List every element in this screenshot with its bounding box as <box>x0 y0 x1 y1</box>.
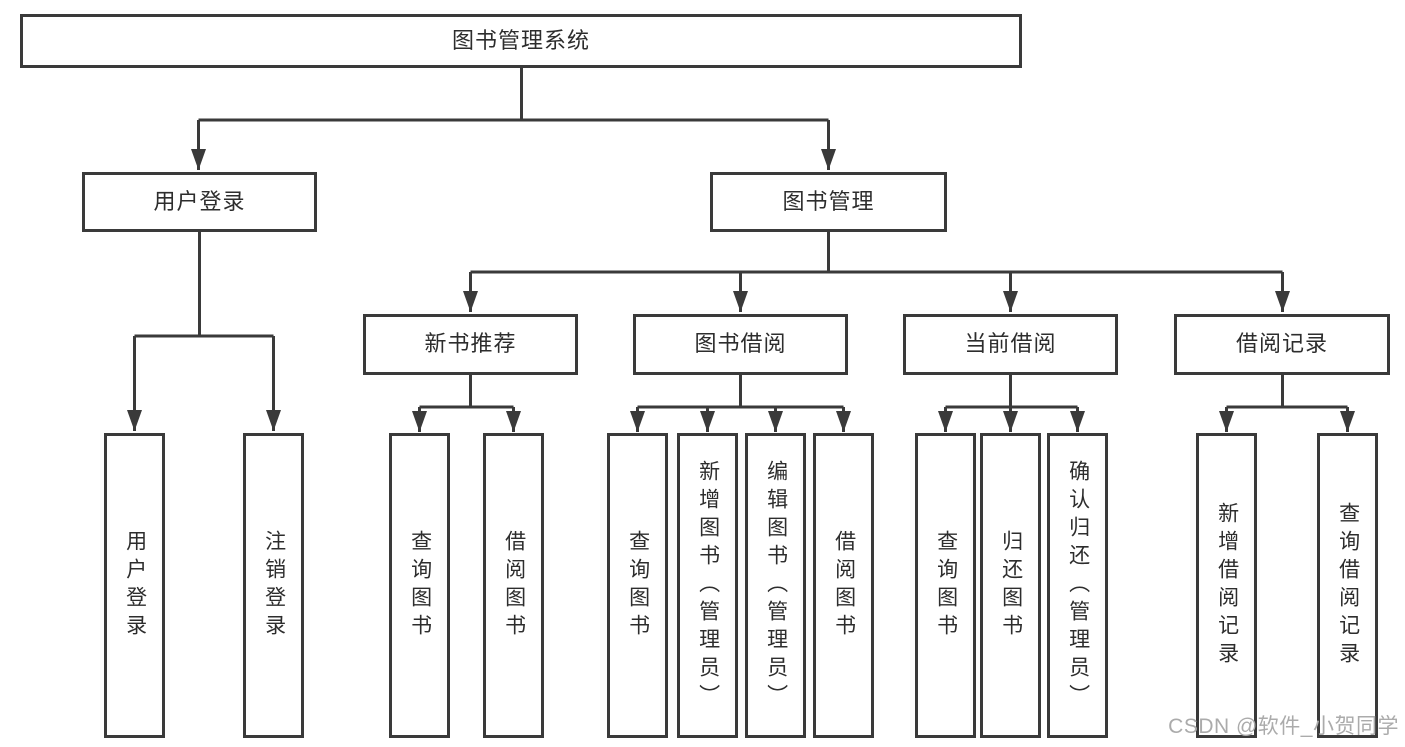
connector-new-book-children <box>412 375 521 432</box>
node-borrowing-records: 借阅记录 <box>1174 314 1390 375</box>
connector-root-to-level2 <box>191 68 836 170</box>
node-label: 查询图书 <box>626 529 650 642</box>
node-leaf-edit-books-admin: 编辑图书（管理员） <box>745 433 806 738</box>
node-label: 归还图书 <box>999 529 1023 642</box>
node-label: 查询图书 <box>408 529 432 642</box>
node-leaf-query-books: 查询图书 <box>915 433 976 738</box>
node-leaf-borrow-books: 借阅图书 <box>483 433 544 738</box>
node-label: 新增借阅记录 <box>1215 501 1239 670</box>
connector-current-borrow-children <box>938 375 1085 432</box>
node-new-book-recommendation: 新书推荐 <box>363 314 578 375</box>
node-label: 用户登录 <box>123 529 147 642</box>
connector-book-mgmt-children <box>463 232 1290 312</box>
node-book-borrowing: 图书借阅 <box>633 314 848 375</box>
connector-borrow-record-children <box>1219 375 1355 432</box>
node-label: 注销登录 <box>262 529 286 642</box>
node-leaf-user-login: 用户登录 <box>104 433 165 738</box>
node-label: 编辑图书（管理员） <box>764 459 788 712</box>
connector-user-login-children <box>127 232 281 431</box>
node-leaf-logout: 注销登录 <box>243 433 304 738</box>
node-leaf-query-books: 查询图书 <box>389 433 450 738</box>
node-label: 借阅图书 <box>832 529 856 642</box>
node-library-management-system: 图书管理系统 <box>20 14 1022 68</box>
node-label: 新增图书（管理员） <box>696 459 720 712</box>
node-leaf-query-books: 查询图书 <box>607 433 668 738</box>
node-user-login: 用户登录 <box>82 172 317 232</box>
node-label: 借阅图书 <box>502 529 526 642</box>
node-leaf-confirm-return-admin: 确认归还（管理员） <box>1047 433 1108 738</box>
node-label: 查询图书 <box>934 529 958 642</box>
csdn-watermark: CSDN @软件_小贺同学 <box>1168 715 1399 738</box>
node-current-borrowing: 当前借阅 <box>903 314 1118 375</box>
node-leaf-add-books-admin: 新增图书（管理员） <box>677 433 738 738</box>
node-label: 查询借阅记录 <box>1336 501 1360 670</box>
node-leaf-add-borrow-record: 新增借阅记录 <box>1196 433 1257 738</box>
node-book-management: 图书管理 <box>710 172 947 232</box>
node-leaf-return-books: 归还图书 <box>980 433 1041 738</box>
node-label: 确认归还（管理员） <box>1066 459 1090 712</box>
connector-book-borrow-children <box>630 375 851 432</box>
node-leaf-query-borrow-record: 查询借阅记录 <box>1317 433 1378 738</box>
node-leaf-borrow-books: 借阅图书 <box>813 433 874 738</box>
